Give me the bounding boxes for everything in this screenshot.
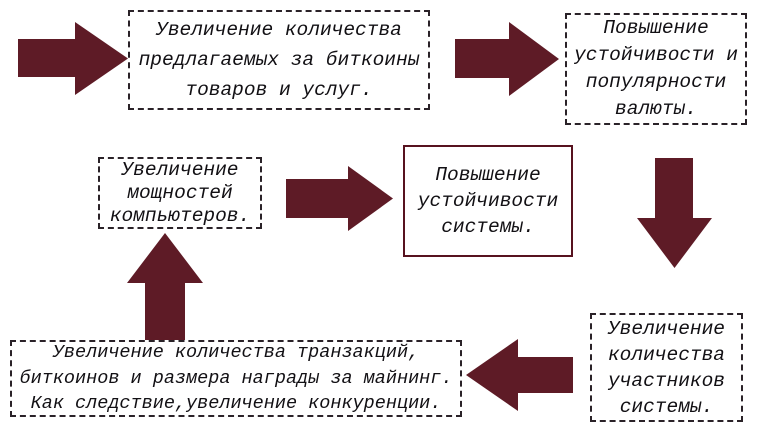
arrow-right-shape <box>455 22 559 96</box>
arrow-up-icon <box>127 233 203 340</box>
box-line: Повышение <box>435 164 541 186</box>
box-line: Как следствие,увеличение конкуренции. <box>30 393 442 415</box>
box-transactions-competition: Увеличение количества транзакций, биткои… <box>10 340 462 417</box>
box-line: биткоинов и размера награды за майнинг. <box>19 367 453 389</box>
arrow-down-icon <box>637 158 712 268</box>
arrow-right-shape <box>18 22 128 95</box>
arrow-up-shape <box>127 233 203 340</box>
box-bitcoin-goods: Увеличение количества предлагаемых за би… <box>128 10 430 110</box>
box-line: Увеличение количества <box>156 19 402 41</box>
box-line: компьютеров. <box>109 204 251 227</box>
box-line: устойчивости <box>417 190 559 212</box>
box-computing-power: Увеличение мощностей компьютеров. <box>98 157 262 229</box>
box-line: системы. <box>619 395 714 418</box>
box-line: Увеличение количества транзакций, <box>52 342 420 364</box>
box-line: Увеличение <box>607 317 726 340</box>
box-line: устойчивости и <box>574 44 738 66</box>
box-line: Увеличение <box>121 158 239 181</box>
box-system-participants: Увеличение количества участников системы… <box>590 313 743 422</box>
box-line: участников <box>607 369 726 392</box>
box-line: предлагаемых за биткоины <box>138 49 420 71</box>
arrow-left-shape <box>466 339 573 411</box>
arrow-right-icon <box>455 22 559 96</box>
box-line: системы. <box>441 216 535 238</box>
box-system-stability: Повышение устойчивости системы. <box>403 145 573 257</box>
box-line: товаров и услуг. <box>185 79 373 101</box>
arrow-right-icon <box>286 166 393 231</box>
box-line: мощностей <box>127 181 233 204</box>
arrow-right-icon <box>18 22 128 95</box>
box-line: количества <box>607 343 726 366</box>
box-line: валюты. <box>615 98 697 120</box>
box-line: популярности <box>585 71 727 93</box>
box-line: Повышение <box>603 17 709 39</box>
arrow-left-icon <box>466 339 573 411</box>
arrow-right-shape <box>286 166 393 231</box>
box-currency-stability: Повышение устойчивости и популярности ва… <box>565 13 747 125</box>
arrow-down-shape <box>637 158 712 268</box>
